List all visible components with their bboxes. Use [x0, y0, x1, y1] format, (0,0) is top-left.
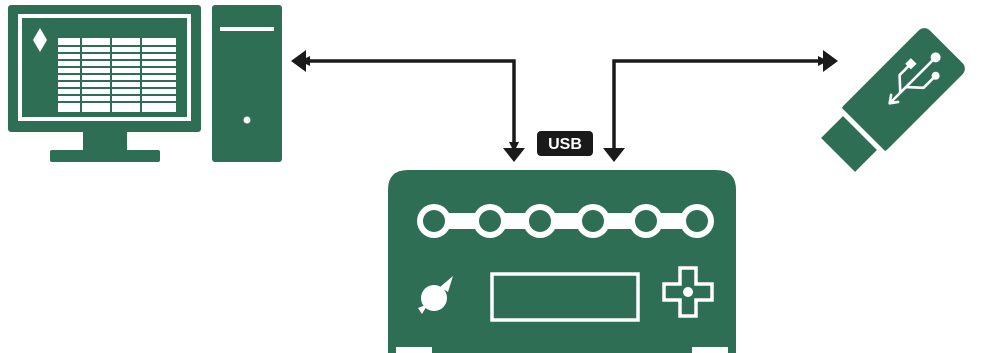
usb-label-badge: USB	[537, 131, 593, 156]
controller-device-icon	[388, 170, 736, 353]
arrow-to-drive	[612, 56, 828, 150]
arrowhead-down-right	[603, 148, 625, 162]
connection-arrows	[300, 56, 828, 152]
arrowhead-left	[291, 50, 306, 72]
display-screen	[490, 272, 640, 322]
arrowhead-right	[823, 50, 838, 72]
arrowhead-down-left	[503, 148, 525, 162]
power-button-icon	[243, 116, 251, 124]
computer-tower-icon	[212, 5, 282, 162]
arrow-to-device	[509, 142, 519, 152]
usb-symbol-icon	[888, 57, 936, 105]
connector-chain-icon	[417, 204, 714, 238]
usb-label: USB	[548, 136, 582, 153]
diamond-icon	[33, 28, 47, 52]
knob-icon	[418, 276, 453, 314]
monitor-icon	[8, 5, 201, 162]
desktop-computer-icon	[8, 5, 282, 162]
arrow-to-computer	[300, 56, 516, 150]
dpad-icon	[662, 266, 714, 318]
spreadsheet-icon	[58, 38, 176, 112]
usb-flash-drive-icon	[821, 28, 965, 172]
